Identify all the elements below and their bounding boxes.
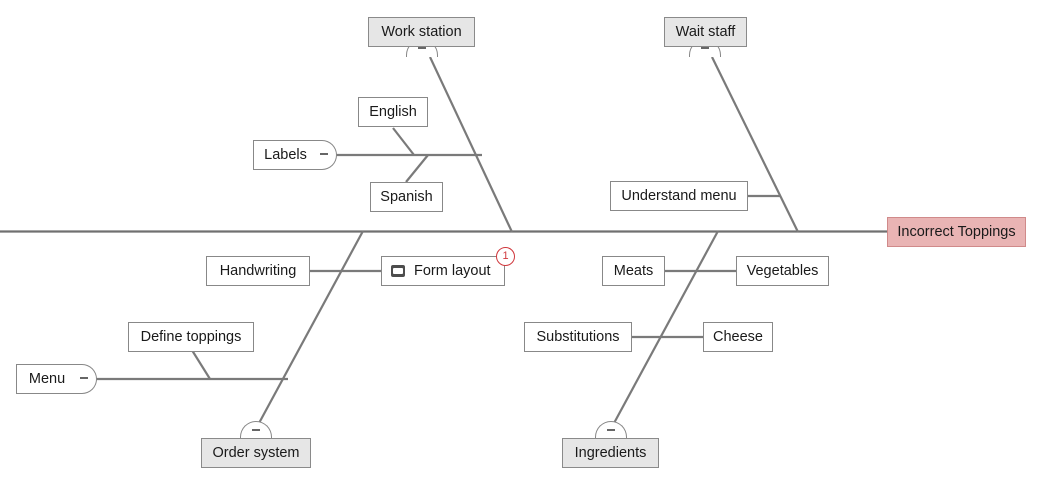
connector-english <box>392 127 415 156</box>
cause-node-vegetables[interactable]: Vegetables <box>736 256 829 286</box>
cause-node-english[interactable]: English <box>358 97 428 127</box>
collapse-disc <box>317 140 337 170</box>
note-icon <box>391 265 405 277</box>
minus-icon <box>80 377 88 379</box>
minus-icon <box>252 429 260 431</box>
node-label: Order system <box>212 444 300 461</box>
category-node-order-system[interactable]: Order system <box>201 438 311 468</box>
node-label: Labels <box>264 146 307 163</box>
cause-node-handwriting[interactable]: Handwriting <box>206 256 310 286</box>
node-label: Work station <box>381 23 462 40</box>
cause-node-cheese[interactable]: Cheese <box>703 322 773 352</box>
node-label: Vegetables <box>746 262 819 279</box>
node-label: Understand menu <box>621 187 737 204</box>
collapse-disc <box>77 364 97 394</box>
node-label: English <box>369 103 417 120</box>
minus-icon <box>320 153 328 155</box>
comment-count-badge[interactable]: 1 <box>496 247 515 266</box>
cause-node-meats[interactable]: Meats <box>602 256 665 286</box>
cause-node-understand-menu[interactable]: Understand menu <box>610 181 748 211</box>
collapse-handle-order-system[interactable] <box>240 421 272 439</box>
minus-icon <box>607 429 615 431</box>
collapse-handle-menu[interactable] <box>77 364 97 394</box>
category-node-wait-staff[interactable]: Wait staff <box>664 17 747 47</box>
node-label: Incorrect Toppings <box>897 223 1016 240</box>
minus-icon <box>701 47 709 49</box>
node-label: Define toppings <box>140 328 242 345</box>
minus-icon <box>418 47 426 49</box>
node-label: Spanish <box>380 188 433 205</box>
category-node-work-station[interactable]: Work station <box>368 17 475 47</box>
connector-spanish <box>405 154 429 183</box>
cause-node-spanish[interactable]: Spanish <box>370 182 443 212</box>
cause-node-form-layout[interactable]: Form layout <box>381 256 505 286</box>
node-label: Substitutions <box>536 328 620 345</box>
node-label: Wait staff <box>675 23 736 40</box>
cause-node-menu[interactable]: Menu <box>16 364 78 394</box>
node-label: Meats <box>613 262 654 279</box>
node-label: Form layout <box>414 262 491 279</box>
cause-node-substitutions[interactable]: Substitutions <box>524 322 632 352</box>
node-label: Ingredients <box>574 444 647 461</box>
node-label: Menu <box>28 370 66 387</box>
collapse-handle-labels[interactable] <box>317 140 337 170</box>
cause-node-define-toppings[interactable]: Define toppings <box>128 322 254 352</box>
category-node-ingredients[interactable]: Ingredients <box>562 438 659 468</box>
node-label: Cheese <box>713 328 763 345</box>
effect-node-incorrect-toppings[interactable]: Incorrect Toppings <box>887 217 1026 247</box>
cause-node-labels[interactable]: Labels <box>253 140 318 170</box>
collapse-handle-ingredients[interactable] <box>595 421 627 439</box>
node-label: Handwriting <box>219 262 297 279</box>
